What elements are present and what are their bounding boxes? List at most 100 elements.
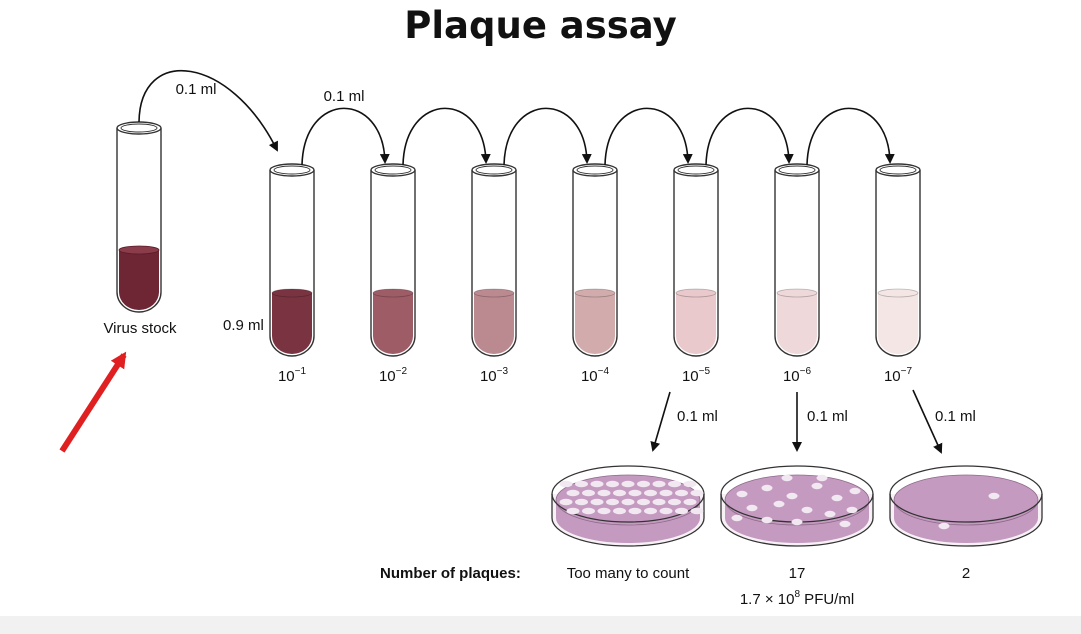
- dilution-tube-2: [370, 163, 416, 357]
- plaque: [652, 480, 666, 488]
- dilution-label-4: 10−4: [581, 366, 610, 385]
- dilution-label-5: 10−5: [682, 366, 711, 385]
- plaque: [621, 498, 635, 506]
- plaques-row-label: Number of plaques:: [380, 565, 521, 582]
- plaque: [613, 507, 626, 515]
- tube-liquid: [575, 293, 615, 354]
- transfer-arrow-4: [604, 107, 693, 166]
- dilution-label-6: 10−6: [783, 366, 812, 385]
- plaque: [582, 507, 595, 515]
- transfer-arrow-2: [402, 107, 491, 166]
- plaque: [613, 489, 626, 497]
- plaque: [675, 507, 688, 515]
- petri-plate-3: [889, 465, 1043, 547]
- plaque: [582, 489, 595, 497]
- plaque: [938, 522, 950, 530]
- stock-tube: [116, 121, 162, 313]
- plaque: [761, 516, 773, 524]
- titer-result: 1.7 × 108 PFU/ml: [740, 589, 854, 608]
- plaque: [644, 507, 657, 515]
- plaque: [637, 498, 650, 506]
- plate-3-count: 2: [962, 565, 970, 582]
- petri-plate-2: [720, 465, 874, 547]
- plating-arrow-1: [650, 391, 671, 452]
- plaque: [831, 494, 843, 502]
- dilution-label-3: 10−3: [480, 366, 509, 385]
- dilution-tube-6: [774, 163, 820, 357]
- plaque: [786, 492, 798, 500]
- tube-liquid: [676, 293, 716, 354]
- diluent-label: 0.9 ml: [223, 317, 264, 334]
- plaque: [849, 487, 861, 495]
- plaque: [791, 518, 803, 526]
- dilution-tube-5: [673, 163, 719, 357]
- tube-liquid: [777, 293, 817, 354]
- plaque: [988, 492, 1000, 500]
- footer-bar: [0, 616, 1081, 634]
- plaque: [846, 506, 858, 514]
- plaque: [597, 489, 611, 497]
- plaque: [773, 500, 785, 508]
- plaque: [816, 474, 828, 482]
- plaque: [731, 514, 743, 522]
- plaque: [683, 498, 697, 506]
- stock-label: Virus stock: [103, 320, 177, 337]
- plaque: [575, 480, 588, 488]
- plaque: [606, 480, 619, 488]
- dilution-tube-4: [572, 163, 618, 357]
- plate-2-count: 17: [789, 565, 806, 582]
- transfer-arrow-3: [503, 107, 592, 166]
- plaque: [575, 498, 588, 506]
- plaque: [659, 489, 673, 497]
- dilution-label-7: 10−7: [884, 366, 913, 385]
- transfer-arrow-5: [705, 107, 794, 166]
- plaque: [590, 480, 604, 488]
- red-pointer-arrow: [59, 351, 127, 453]
- plaque: [781, 474, 793, 482]
- plating-label-1: 0.1 ml: [677, 408, 718, 425]
- tube-liquid: [272, 293, 312, 354]
- plate-1-count: Too many to count: [567, 565, 690, 582]
- plaque: [566, 489, 580, 497]
- transfer-arrow-6: [806, 107, 895, 166]
- tube-liquid: [878, 293, 918, 354]
- plaque: [839, 520, 851, 528]
- plaque: [761, 484, 773, 492]
- plaque: [668, 498, 681, 506]
- plaque: [690, 489, 704, 497]
- plaque: [590, 498, 604, 506]
- tube-liquid: [474, 293, 514, 354]
- plaque: [746, 504, 758, 512]
- plaque: [597, 507, 611, 515]
- petri-plate-1: [551, 465, 705, 547]
- dilution-tube-7: [875, 163, 921, 357]
- plaque: [628, 489, 642, 497]
- plaque: [824, 510, 836, 518]
- dilution-tube-3: [471, 163, 517, 357]
- plaque: [559, 498, 573, 506]
- plaque: [621, 480, 635, 488]
- first-transfer-label: 0.1 ml: [176, 81, 217, 98]
- first-transfer-arrow: [138, 70, 278, 152]
- plaque: [559, 480, 573, 488]
- dilution-label-2: 10−2: [379, 366, 408, 385]
- plaque: [606, 498, 619, 506]
- plaque: [652, 498, 666, 506]
- plating-label-2: 0.1 ml: [807, 408, 848, 425]
- dilution-label-1: 10−1: [278, 366, 307, 385]
- dilution-tube-1: [269, 163, 315, 357]
- plaque: [659, 507, 673, 515]
- transfer-arrow-1: [301, 107, 390, 166]
- plaque: [801, 506, 813, 514]
- plaque: [690, 507, 704, 515]
- tube-liquid: [373, 293, 413, 354]
- plaque: [736, 490, 748, 498]
- plaque: [637, 480, 650, 488]
- plaque: [644, 489, 657, 497]
- plaque: [683, 480, 697, 488]
- plaque: [668, 480, 681, 488]
- plaque: [566, 507, 580, 515]
- diagram-title: Plaque assay: [404, 4, 677, 47]
- plaque: [811, 482, 823, 490]
